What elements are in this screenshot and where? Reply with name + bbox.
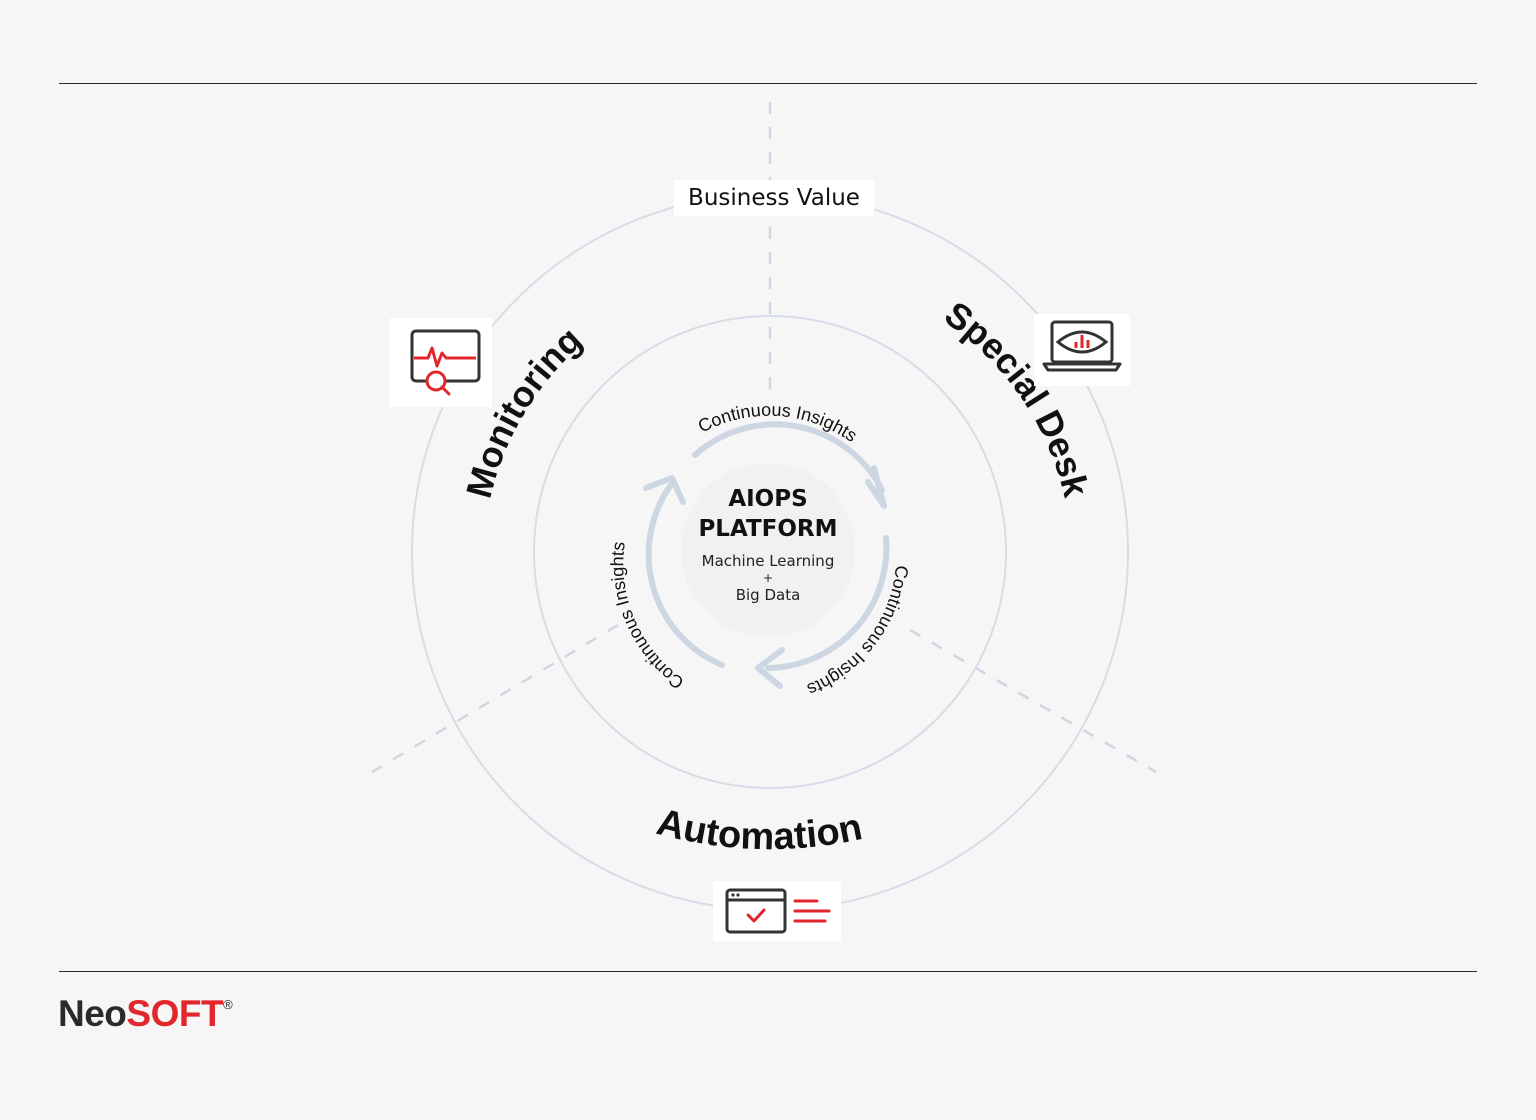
platform-title-line1: AIOPS (728, 486, 808, 512)
center-disc (681, 463, 855, 637)
arrowhead-top (865, 465, 887, 509)
cycle-arc-left (645, 479, 725, 668)
platform-subtitle-line3: Big Data (735, 586, 801, 604)
inner-ring (533, 315, 1007, 789)
laptop-eye-chart-icon (1042, 320, 1122, 372)
logo-registered-mark: ® (223, 997, 233, 1012)
platform-title: AIOPS PLATFORM (668, 484, 868, 544)
monitor-heartbeat-search-icon (410, 329, 481, 396)
dashed-guide-left (371, 623, 619, 774)
cycle-arc-right (765, 535, 890, 671)
platform-subtitle-line2: + (762, 571, 774, 585)
neosoft-logo: NeoSOFT® (58, 993, 233, 1035)
business-value-label: Business Value (674, 180, 874, 216)
dashed-guides (371, 102, 1157, 774)
monitoring-icon-box (390, 318, 492, 407)
platform-title-line2: PLATFORM (698, 516, 838, 542)
dashed-guide-right (909, 628, 1157, 774)
bottom-divider (59, 971, 1477, 972)
browser-checklist-icon (725, 888, 831, 934)
logo-neo: Neo (58, 993, 127, 1034)
arrowhead-right (755, 647, 785, 689)
arrowhead-left (643, 475, 686, 505)
platform-subtitle-line1: Machine Learning (701, 552, 835, 570)
special-desk-icon-box (1034, 314, 1130, 386)
segment-label-automation: Automation (653, 801, 866, 858)
cycle-arrows (643, 421, 890, 689)
platform-subtitle: Machine Learning + Big Data (668, 551, 868, 605)
top-divider (59, 83, 1477, 84)
automation-icon-box (713, 881, 841, 941)
cycle-arc-top (692, 421, 885, 493)
logo-soft: SOFT (126, 993, 224, 1034)
